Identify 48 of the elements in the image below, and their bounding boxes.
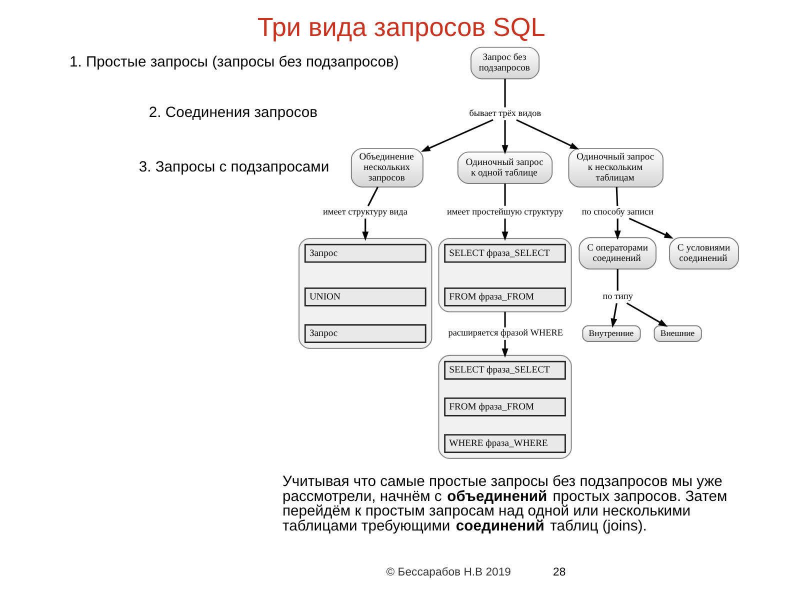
label: 1. Простые запросы (запросы без подзапросов) (68, 54, 398, 71)
arrow (628, 218, 674, 239)
label: Учитывая что самые простые запросы без подзапросов мы уже рассмотрели, начнём с объединений простых запросов. Затем перейдём к простым запросам над одной или несколькими таблицами требующими соединений таблиц (joins). (282, 474, 727, 535)
node-box: Объединение нескольких запросов (350, 148, 423, 188)
node-text: имеет структуру вида (322, 206, 407, 216)
connector (504, 78, 506, 108)
connector (366, 186, 378, 206)
node-box: Одиночный запрос к нескольким таблицам (568, 148, 663, 188)
node-text: по способу записи (581, 206, 654, 216)
connector (616, 269, 618, 291)
node-box: SELECT фраза_SELECT (444, 360, 566, 380)
node-box: FROM фраза_FROM (444, 288, 566, 306)
arrow (420, 119, 493, 152)
node-text: по типу (602, 291, 632, 302)
arrow (610, 303, 617, 328)
arrow (501, 340, 508, 358)
arrow (362, 218, 368, 241)
node-box: UNION (304, 288, 426, 306)
label: 3. Запросы с подзапросами (138, 159, 329, 176)
node-box: Внешние (653, 325, 702, 342)
label: 2. Соединения запросов (148, 105, 318, 122)
node-box: WHERE фраза_WHERE (444, 434, 566, 453)
node-box: Внутренние (582, 325, 640, 342)
label: © Бессарабов Н.В 2019 (386, 566, 510, 579)
node-box: SELECT фраза_SELECT (444, 244, 566, 263)
node-box: Запрос (304, 244, 426, 263)
cluster (438, 354, 572, 459)
label: 28 (552, 566, 566, 579)
arrow (516, 119, 579, 150)
cluster (298, 238, 432, 349)
node-box: С операторами соединений (578, 237, 656, 270)
node-text: бывает трёх видов (468, 108, 541, 118)
node-box: С условиями соединений (668, 237, 738, 270)
cluster (438, 238, 572, 312)
arrow (626, 302, 668, 327)
arrow (501, 218, 508, 241)
diagram-title: Три вида запросов SQL (256, 12, 545, 42)
arrow (614, 218, 620, 240)
connector (504, 312, 506, 328)
node-box: Запрос без подзапросов (470, 46, 540, 80)
connector (615, 186, 618, 206)
node-text: имеет простейшую структуру (446, 206, 563, 216)
arrow (501, 120, 508, 154)
node-box: Одиночный запрос к одной таблице (456, 152, 552, 184)
node-text: расширяется фразой WHERE (448, 328, 562, 338)
node-box: FROM фраза_FROM (444, 398, 566, 416)
connector (504, 184, 506, 206)
node-box: Запрос (304, 324, 426, 344)
